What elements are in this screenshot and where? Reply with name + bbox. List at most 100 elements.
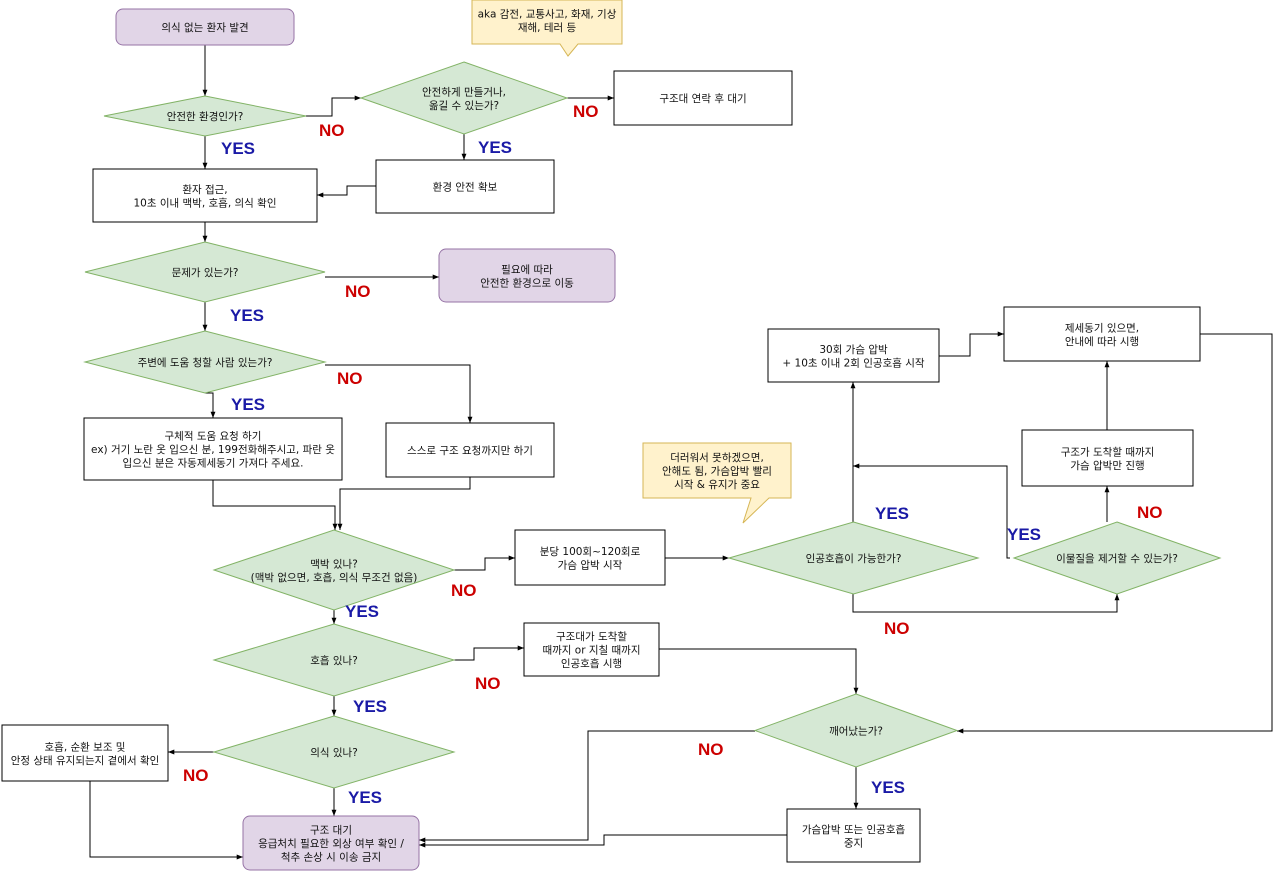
decision-diamond: [212, 715, 456, 789]
decision-diamond: [212, 623, 456, 697]
callout-shape: [471, 0, 623, 57]
yes-label: YES: [221, 139, 255, 158]
node-remove-foreign: 이물질을 제거할 수 있는가?: [1012, 521, 1222, 595]
node-secure-env: 환경 안전 확보: [375, 159, 555, 214]
node-text-line: 구조대가 도착할: [556, 631, 627, 643]
process-box: [514, 529, 666, 586]
decision-diamond: [212, 529, 456, 611]
node-cpr-30-2: 30회 가슴 압박+ 10초 이내 2회 인공호흡 시작: [767, 328, 940, 383]
node-helper: 주변에 도움 청할 사람 있는가?: [83, 330, 327, 394]
node-text-line: 주변에 도움 청할 사람 있는가?: [138, 356, 273, 369]
node-text-line: 스스로 구조 요청까지만 하기: [407, 444, 533, 457]
connector-arrow: [939, 331, 1004, 357]
connector-arrow: [212, 480, 338, 530]
node-text-line: 문제가 있는가?: [172, 267, 239, 279]
process-box: [375, 159, 555, 214]
process-box: [786, 808, 921, 863]
node-awake: 깨어났는가?: [753, 693, 959, 768]
decision-diamond: [84, 241, 326, 303]
node-self-request: 스스로 구조 요청까지만 하기: [385, 422, 555, 478]
no-label: NO: [573, 102, 599, 121]
no-label: NO: [345, 282, 371, 301]
callout-shape: [642, 442, 792, 524]
node-text-line: 안정 상태 유지되는지 곁에서 확인: [11, 754, 160, 767]
decision-diamond: [1012, 521, 1222, 595]
connector-arrow: [853, 463, 1010, 559]
process-box: [385, 422, 555, 478]
node-text-line: 안내에 따라 시행: [1065, 336, 1139, 348]
connector-arrow: [317, 185, 376, 198]
connector-arrow: [454, 555, 515, 571]
connector-arrow: [419, 730, 755, 843]
node-text-line: 호흡 있나?: [310, 654, 358, 667]
process-box: [767, 328, 940, 383]
no-label: NO: [698, 740, 724, 759]
node-start: 의식 없는 환자 발견: [115, 8, 295, 46]
no-label: NO: [337, 369, 363, 388]
no-label: NO: [183, 766, 209, 785]
node-safe-env: 안전한 환경인가?: [103, 95, 307, 137]
node-text-line: 구체적 도움 요청 하기: [165, 430, 262, 443]
decision-diamond: [727, 521, 980, 595]
node-text-line: 구조대 연락 후 대기: [659, 93, 746, 105]
no-label: NO: [1137, 503, 1163, 522]
node-problem: 문제가 있는가?: [84, 241, 326, 303]
yes-label: YES: [231, 395, 265, 414]
decision-diamond: [359, 61, 569, 135]
node-approach: 환자 접근,10초 이내 맥박, 호흡, 의식 확인: [92, 168, 318, 223]
node-text-line: 재해, 테러 등: [518, 21, 577, 34]
yes-label: YES: [875, 504, 909, 523]
node-text-line: 호흡, 순환 보조 및: [45, 740, 126, 753]
node-text-line: ex) 거기 노란 옷 입으신 분, 199전화해주시고, 파란 옷: [91, 443, 335, 456]
connector-arrow: [852, 594, 1120, 613]
node-support: 호흡, 순환 보조 및안정 상태 유지되는지 곁에서 확인: [1, 724, 169, 782]
node-text-line: 제세동기 있으면,: [1065, 322, 1139, 334]
node-text-line: 가슴 압박 시작: [558, 558, 623, 571]
node-text-line: 옮길 수 있는가?: [429, 99, 499, 112]
connector-arrow: [659, 648, 859, 694]
yes-label: YES: [478, 138, 512, 157]
yes-label: YES: [345, 602, 379, 621]
process-box: [523, 622, 660, 677]
process-box: [1003, 306, 1201, 362]
node-text-line: 시작 & 유지가 중요: [674, 479, 760, 491]
node-text-line: 때까지 or 지칠 때까지: [542, 645, 640, 657]
node-text-line: 가슴 압박만 진행: [1070, 459, 1144, 472]
node-text-line: 분당 100회~120회로: [540, 546, 641, 558]
node-text-line: 척추 손상 시 이송 금지: [281, 852, 381, 864]
process-box: [92, 168, 318, 223]
connector-arrow: [337, 477, 471, 530]
node-text-line: 이물질을 제거할 수 있는가?: [1056, 553, 1178, 565]
node-text-line: 필요에 따라: [501, 264, 553, 276]
terminal-box: [438, 248, 616, 303]
node-consciousness: 의식 있나?: [212, 715, 456, 789]
node-text-line: 안해도 됨, 가슴압박 빨리: [662, 465, 772, 478]
node-text-line: aka 감전, 교통사고, 화재, 기상: [478, 8, 617, 20]
node-text-line: 가슴압박 또는 인공호흡: [802, 823, 906, 836]
decision-diamond: [83, 330, 327, 394]
node-text-line: 30회 가슴 압박: [819, 343, 888, 356]
node-text-line: 인공호흡 시행: [561, 657, 622, 670]
node-text-line: 응급처치 필요한 외상 여부 확인 /: [258, 837, 404, 850]
process-box: [613, 70, 793, 126]
no-label: NO: [319, 121, 345, 140]
edge-label-layer: YESNONOYESNOYESNOYESYESNOYESNOYESNONOYES…: [183, 102, 1163, 807]
node-text-line: 환자 접근,: [182, 184, 227, 196]
decision-diamond: [753, 693, 959, 768]
connector-arrow: [419, 834, 787, 848]
connector-arrow: [89, 781, 243, 860]
connector-arrow: [325, 364, 473, 423]
node-text-line: 10초 이내 맥박, 호흡, 의식 확인: [134, 196, 277, 209]
yes-label: YES: [348, 788, 382, 807]
process-box: [83, 417, 343, 481]
node-breath-possible: 인공호흡이 가능한가?: [727, 521, 980, 595]
yes-label: YES: [353, 697, 387, 716]
node-text-line: 안전한 환경으로 이동: [480, 276, 574, 289]
